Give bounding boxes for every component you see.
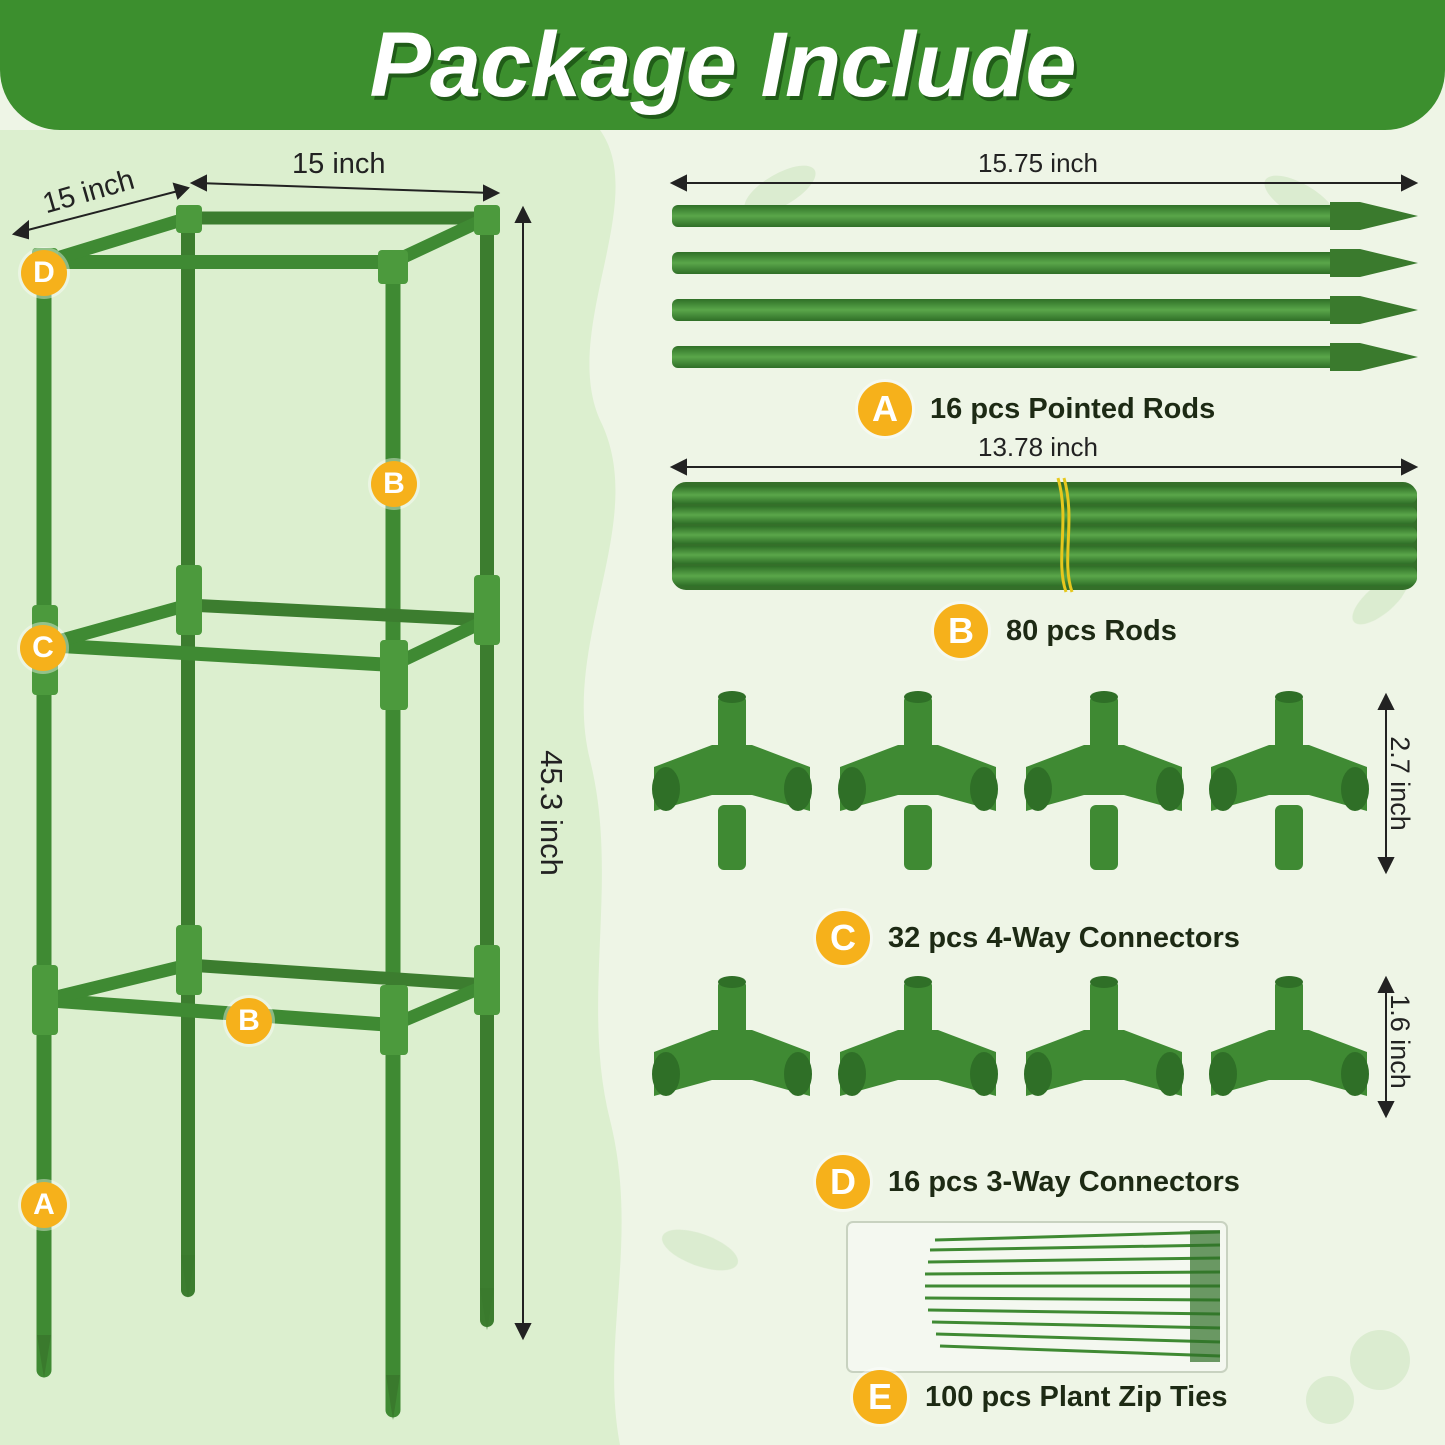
four-way-height-label: 2.7 inch xyxy=(1384,736,1415,831)
pointed-rods xyxy=(672,202,1418,371)
page-title: Package Include xyxy=(369,13,1077,116)
part-b-text: 80 pcs Rods xyxy=(1006,614,1177,647)
marker-a: A xyxy=(21,1182,67,1228)
pointed-rod-length-label: 15.75 inch xyxy=(978,148,1098,178)
part-label-a: A 16 pcs Pointed Rods xyxy=(858,382,1215,436)
badge-a: A xyxy=(858,382,912,436)
part-label-c: C 32 pcs 4-Way Connectors xyxy=(816,911,1240,965)
part-d-text: 16 pcs 3-Way Connectors xyxy=(888,1165,1240,1198)
four-way-connectors xyxy=(652,691,1369,870)
rod-length-label: 13.78 inch xyxy=(978,432,1098,462)
part-label-e: E 100 pcs Plant Zip Ties xyxy=(853,1370,1227,1424)
left-panel-bg xyxy=(0,130,622,1445)
marker-b-upper: B xyxy=(371,461,417,507)
three-way-connectors xyxy=(652,976,1369,1096)
part-c-text: 32 pcs 4-Way Connectors xyxy=(888,921,1240,954)
zip-ties-bag xyxy=(846,1221,1228,1373)
header-banner: Package Include xyxy=(0,0,1445,130)
three-way-height-label: 1.6 inch xyxy=(1384,994,1415,1089)
marker-c: C xyxy=(20,625,66,671)
badge-b: B xyxy=(934,604,988,658)
part-e-text: 100 pcs Plant Zip Ties xyxy=(925,1380,1228,1413)
part-label-b: B 80 pcs Rods xyxy=(934,604,1177,658)
marker-d: D xyxy=(21,250,67,296)
width-dimension-label: 15 inch xyxy=(292,148,386,180)
badge-e: E xyxy=(853,1370,907,1424)
rod-bundle xyxy=(672,477,1417,593)
badge-c: C xyxy=(816,911,870,965)
badge-d: D xyxy=(816,1155,870,1209)
part-label-d: D 16 pcs 3-Way Connectors xyxy=(816,1155,1240,1209)
marker-b-lower: B xyxy=(226,998,272,1044)
part-a-text: 16 pcs Pointed Rods xyxy=(930,392,1216,425)
